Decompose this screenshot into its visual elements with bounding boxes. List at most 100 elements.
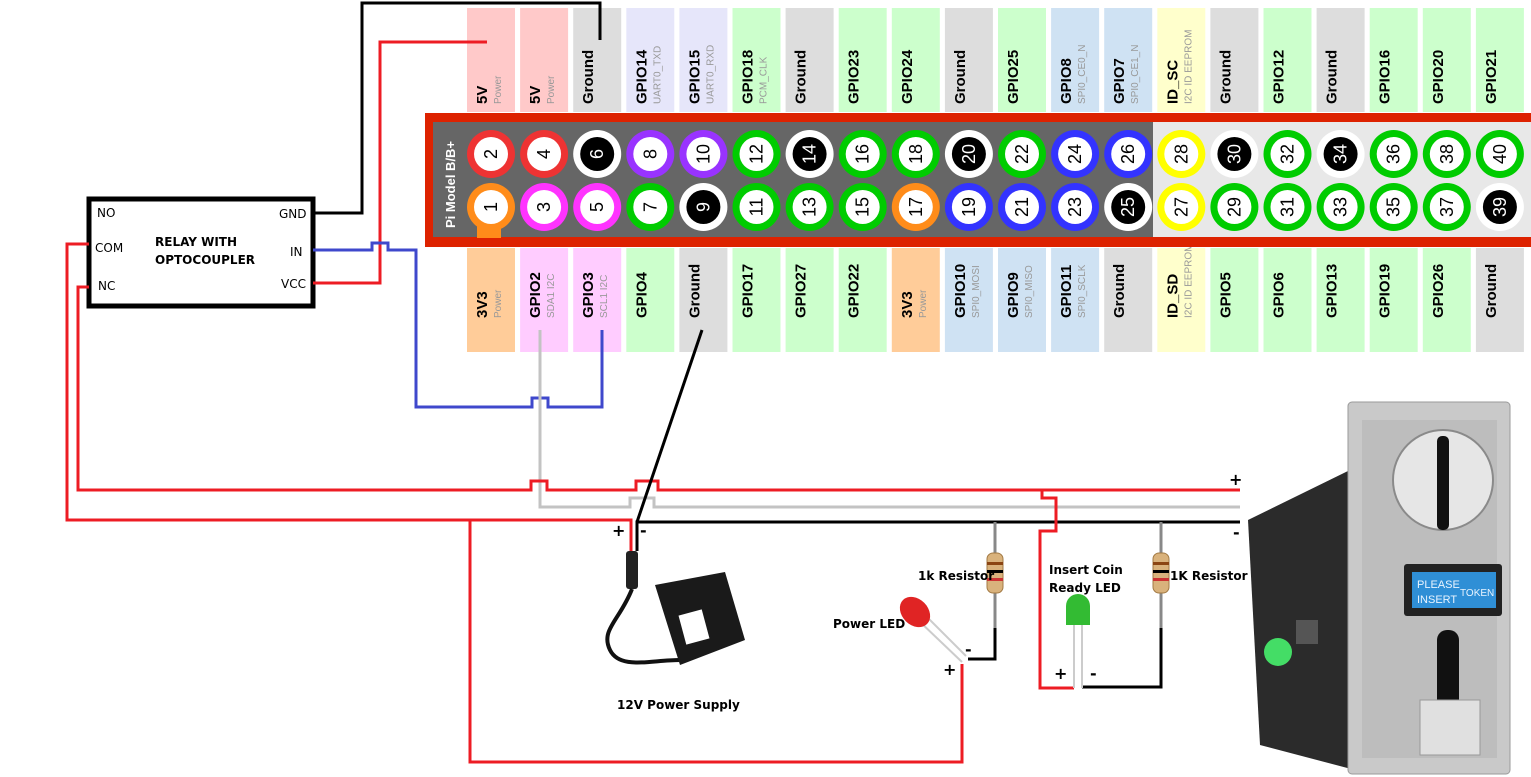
pin-label-13: GPIO27 bbox=[785, 248, 834, 352]
pin-label-bg bbox=[891, 8, 940, 112]
pin-label-18: GPIO24 bbox=[891, 8, 940, 112]
pin-name: GPIO21 bbox=[1483, 50, 1500, 104]
pin-number: 38 bbox=[1437, 144, 1457, 164]
pin-number: 23 bbox=[1065, 197, 1085, 217]
relay-pin-com: COM bbox=[95, 241, 123, 255]
pin-label-15: GPIO22 bbox=[838, 248, 887, 352]
pin-label-29: GPIO5 bbox=[1210, 248, 1259, 352]
resistor1-band bbox=[987, 570, 1003, 573]
pin-center bbox=[1323, 190, 1358, 224]
pin-name: GPIO19 bbox=[1377, 264, 1394, 318]
pin-19: 19 bbox=[944, 183, 993, 231]
pin-center bbox=[633, 190, 668, 224]
pin-number: 30 bbox=[1224, 144, 1244, 164]
pin-name: Ground bbox=[686, 264, 703, 318]
pin-label-bg bbox=[838, 8, 887, 112]
pin-8: 8 bbox=[626, 130, 675, 178]
pin-26: 26 bbox=[1104, 130, 1153, 178]
pin-number: 39 bbox=[1490, 197, 1510, 217]
pin-label-bg bbox=[891, 248, 940, 352]
pin-center bbox=[1429, 137, 1464, 171]
pin-name: GPIO27 bbox=[793, 264, 810, 318]
pin-center bbox=[898, 190, 933, 224]
pin-center bbox=[1005, 137, 1039, 171]
insert-led-body bbox=[1066, 594, 1090, 625]
pin-name: GPIO25 bbox=[1005, 50, 1022, 104]
wire-coin-signal bbox=[538, 330, 1240, 509]
pin-number: 34 bbox=[1331, 144, 1351, 164]
power-supply: 12V Power Supply bbox=[605, 551, 745, 712]
resistor1-band bbox=[987, 578, 1003, 581]
pin-number: 17 bbox=[906, 197, 926, 217]
wire-relay-gnd bbox=[313, 1, 602, 215]
pin-center bbox=[951, 190, 986, 224]
pin-22: 22 bbox=[998, 130, 1046, 178]
insert-led-label-line1: Insert Coin bbox=[1049, 563, 1123, 577]
coin-display-insert: INSERT bbox=[1417, 594, 1457, 606]
power-led-leg bbox=[917, 619, 963, 663]
pin-24: 24 bbox=[1051, 130, 1100, 178]
pin-label-bg bbox=[944, 248, 993, 352]
pin-number: 15 bbox=[853, 197, 873, 217]
pin-25: 25 bbox=[1104, 183, 1153, 231]
pin-39: 39 bbox=[1475, 183, 1524, 231]
pin-9: 9 bbox=[679, 183, 728, 231]
pin-5: 5 bbox=[573, 183, 622, 231]
pin-label-bg bbox=[998, 248, 1046, 352]
pin-name: Ground bbox=[580, 50, 597, 104]
pin-label-39: Ground bbox=[1475, 248, 1524, 352]
pin-name: 5V bbox=[474, 86, 491, 104]
pin-center bbox=[1164, 190, 1199, 224]
pin-36: 36 bbox=[1369, 130, 1418, 178]
pin-name: 3V3 bbox=[474, 291, 491, 318]
pin-label-bg bbox=[785, 248, 834, 352]
power-led-leg bbox=[923, 613, 967, 657]
pin-function: UART0_RXD bbox=[705, 45, 716, 104]
pin-center bbox=[527, 190, 562, 224]
psu-cable bbox=[605, 588, 681, 665]
pin-center bbox=[1270, 137, 1305, 171]
wire-ground-rail bbox=[635, 520, 1240, 551]
pin-number: 35 bbox=[1384, 197, 1404, 217]
pin-label-34: Ground bbox=[1316, 8, 1365, 112]
pin-name: GPIO17 bbox=[740, 264, 757, 318]
pin-number: 37 bbox=[1437, 197, 1457, 217]
pin-6: 6 bbox=[573, 130, 622, 178]
pin-label-bg bbox=[1104, 248, 1153, 352]
pin-number: 14 bbox=[800, 144, 820, 164]
pin-label-31: GPIO6 bbox=[1263, 248, 1312, 352]
pin-35: 35 bbox=[1369, 183, 1418, 231]
pin-label-33: GPIO13 bbox=[1316, 248, 1365, 352]
pin-center bbox=[1429, 190, 1464, 224]
pin-30: 30 bbox=[1210, 130, 1259, 178]
pin-label-bg bbox=[1422, 8, 1471, 112]
psu-plug bbox=[626, 551, 638, 589]
pin-name: GPIO3 bbox=[580, 272, 597, 318]
pin-13: 13 bbox=[785, 183, 834, 231]
coin-acceptor: PLEASE INSERT TOKEN bbox=[1248, 401, 1511, 775]
pin-27: 27 bbox=[1157, 183, 1206, 231]
wire-pi-ground bbox=[635, 329, 704, 523]
pin-function: SDA1 I2C bbox=[546, 274, 557, 318]
pin-name: GPIO2 bbox=[527, 272, 544, 318]
pin-2: 2 bbox=[467, 130, 515, 178]
pin-label-16: GPIO23 bbox=[838, 8, 887, 112]
wire-insert-led-negative bbox=[1082, 628, 1163, 689]
pin-label-11: GPIO17 bbox=[732, 248, 781, 352]
pin-number: 11 bbox=[747, 198, 767, 217]
pin-name: Ground bbox=[1483, 264, 1500, 318]
pin-function: SCL1 I2C bbox=[599, 275, 610, 318]
relay-pin-nc: NC bbox=[98, 279, 115, 293]
pin-center bbox=[580, 190, 615, 224]
pin-label-bg bbox=[1369, 248, 1418, 352]
power-led-plus: + bbox=[943, 660, 956, 679]
pin-21: 21 bbox=[998, 183, 1046, 231]
pin-center bbox=[1217, 190, 1252, 224]
pin-18: 18 bbox=[891, 130, 940, 178]
power-led-label: Power LED bbox=[833, 617, 905, 631]
